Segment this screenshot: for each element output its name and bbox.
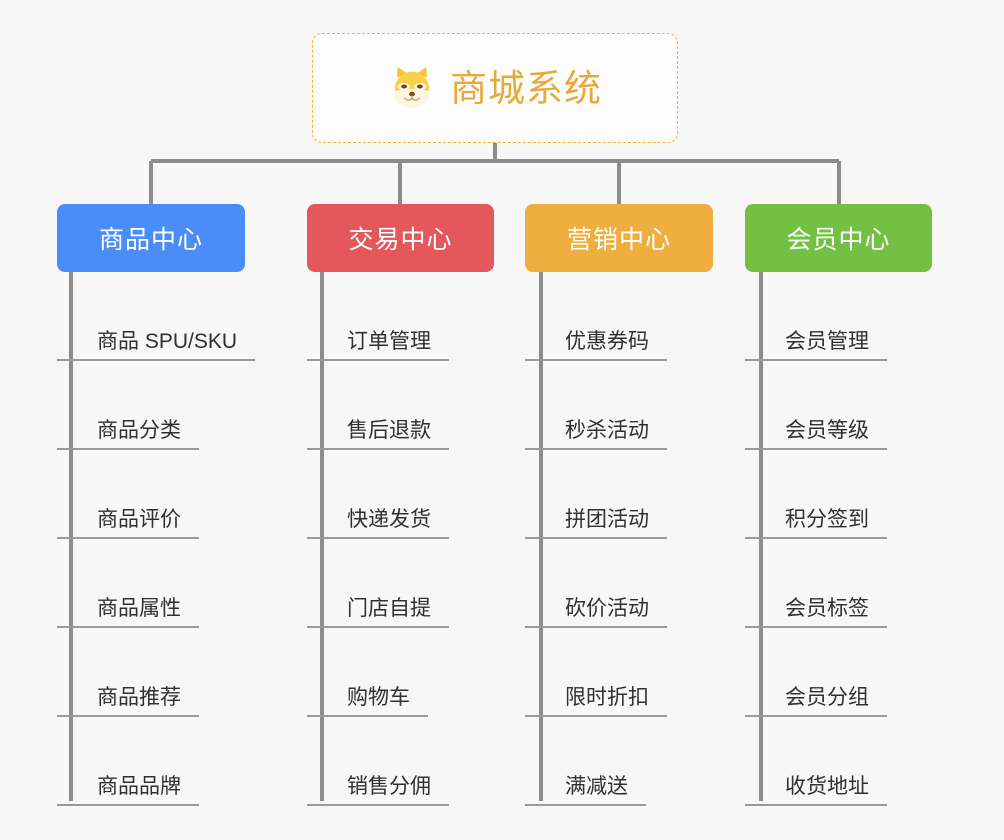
leaf-item[interactable]: 快递发货 xyxy=(307,450,494,539)
branch-交易中心: 交易中心 订单管理 售后退款 快递发货 门店自提 购物车 销售分佣 xyxy=(307,204,494,806)
leaf-label: 积分签到 xyxy=(745,508,887,539)
leaf-item[interactable]: 优惠券码 xyxy=(525,272,713,361)
branch-header-label-1: 交易中心 xyxy=(348,226,453,254)
branch-header-label-3: 会员中心 xyxy=(786,226,891,254)
shiba-dog-face-icon xyxy=(388,64,436,112)
leaf-item[interactable]: 收货地址 xyxy=(745,717,932,806)
branch-header-label-0: 商品中心 xyxy=(98,226,203,254)
branch-header-3[interactable]: 会员中心 xyxy=(745,204,932,272)
branch-会员中心: 会员中心 会员管理 会员等级 积分签到 会员标签 会员分组 收货地址 xyxy=(745,204,932,806)
leaf-list-3: 会员管理 会员等级 积分签到 会员标签 会员分组 收货地址 xyxy=(745,272,932,806)
leaf-label: 商品属性 xyxy=(57,597,199,628)
leaf-item[interactable]: 会员标签 xyxy=(745,539,932,628)
leaf-label: 满减送 xyxy=(525,775,646,806)
leaf-item[interactable]: 满减送 xyxy=(525,717,713,806)
leaf-list-2: 优惠券码 秒杀活动 拼团活动 砍价活动 限时折扣 满减送 xyxy=(525,272,713,806)
leaf-list-0: 商品 SPU/SKU 商品分类 商品评价 商品属性 商品推荐 商品品牌 xyxy=(57,272,256,806)
leaf-label: 售后退款 xyxy=(307,419,449,450)
leaf-item[interactable]: 销售分佣 xyxy=(307,717,494,806)
leaf-label: 门店自提 xyxy=(307,597,449,628)
leaf-item[interactable]: 拼团活动 xyxy=(525,450,713,539)
leaf-item[interactable]: 商品品牌 xyxy=(57,717,245,806)
leaf-list-1: 订单管理 售后退款 快递发货 门店自提 购物车 销售分佣 xyxy=(307,272,494,806)
leaf-label: 商品分类 xyxy=(57,419,199,450)
leaf-label: 会员分组 xyxy=(745,686,887,717)
leaf-label: 商品 SPU/SKU xyxy=(57,330,256,361)
leaf-item[interactable]: 商品推荐 xyxy=(57,628,245,717)
leaf-item[interactable]: 会员管理 xyxy=(745,272,932,361)
leaf-label: 商品推荐 xyxy=(57,686,199,717)
leaf-label: 会员等级 xyxy=(745,419,887,450)
leaf-item[interactable]: 商品评价 xyxy=(57,450,245,539)
leaf-label: 商品评价 xyxy=(57,508,199,539)
leaf-label: 销售分佣 xyxy=(307,775,449,806)
branch-header-2[interactable]: 营销中心 xyxy=(525,204,713,272)
leaf-label: 订单管理 xyxy=(307,330,449,361)
branch-header-label-2: 营销中心 xyxy=(566,226,671,254)
leaf-item[interactable]: 门店自提 xyxy=(307,539,494,628)
root-node[interactable]: 商城系统 xyxy=(312,33,678,143)
branch-header-1[interactable]: 交易中心 xyxy=(307,204,494,272)
leaf-item[interactable]: 限时折扣 xyxy=(525,628,713,717)
leaf-label: 会员管理 xyxy=(745,330,887,361)
leaf-item[interactable]: 售后退款 xyxy=(307,361,494,450)
leaf-item[interactable]: 会员分组 xyxy=(745,628,932,717)
leaf-item[interactable]: 会员等级 xyxy=(745,361,932,450)
leaf-label: 商品品牌 xyxy=(57,775,199,806)
leaf-item[interactable]: 订单管理 xyxy=(307,272,494,361)
leaf-label: 砍价活动 xyxy=(525,597,667,628)
branch-header-0[interactable]: 商品中心 xyxy=(57,204,245,272)
root-title: 商城系统 xyxy=(450,67,602,109)
leaf-item[interactable]: 商品属性 xyxy=(57,539,245,628)
leaf-label: 拼团活动 xyxy=(525,508,667,539)
leaf-item[interactable]: 购物车 xyxy=(307,628,494,717)
leaf-label: 会员标签 xyxy=(745,597,887,628)
branch-营销中心: 营销中心 优惠券码 秒杀活动 拼团活动 砍价活动 限时折扣 满减送 xyxy=(525,204,713,806)
leaf-label: 收货地址 xyxy=(745,775,887,806)
leaf-label: 优惠券码 xyxy=(525,330,667,361)
leaf-item[interactable]: 秒杀活动 xyxy=(525,361,713,450)
branch-商品中心: 商品中心 商品 SPU/SKU 商品分类 商品评价 商品属性 商品推荐 商品品牌 xyxy=(57,204,256,806)
leaf-label: 快递发货 xyxy=(307,508,449,539)
leaf-item[interactable]: 商品 SPU/SKU xyxy=(57,272,256,361)
leaf-item[interactable]: 商品分类 xyxy=(57,361,245,450)
leaf-item[interactable]: 积分签到 xyxy=(745,450,932,539)
leaf-item[interactable]: 砍价活动 xyxy=(525,539,713,628)
leaf-label: 限时折扣 xyxy=(525,686,667,717)
leaf-label: 购物车 xyxy=(307,686,428,717)
leaf-label: 秒杀活动 xyxy=(525,419,667,450)
